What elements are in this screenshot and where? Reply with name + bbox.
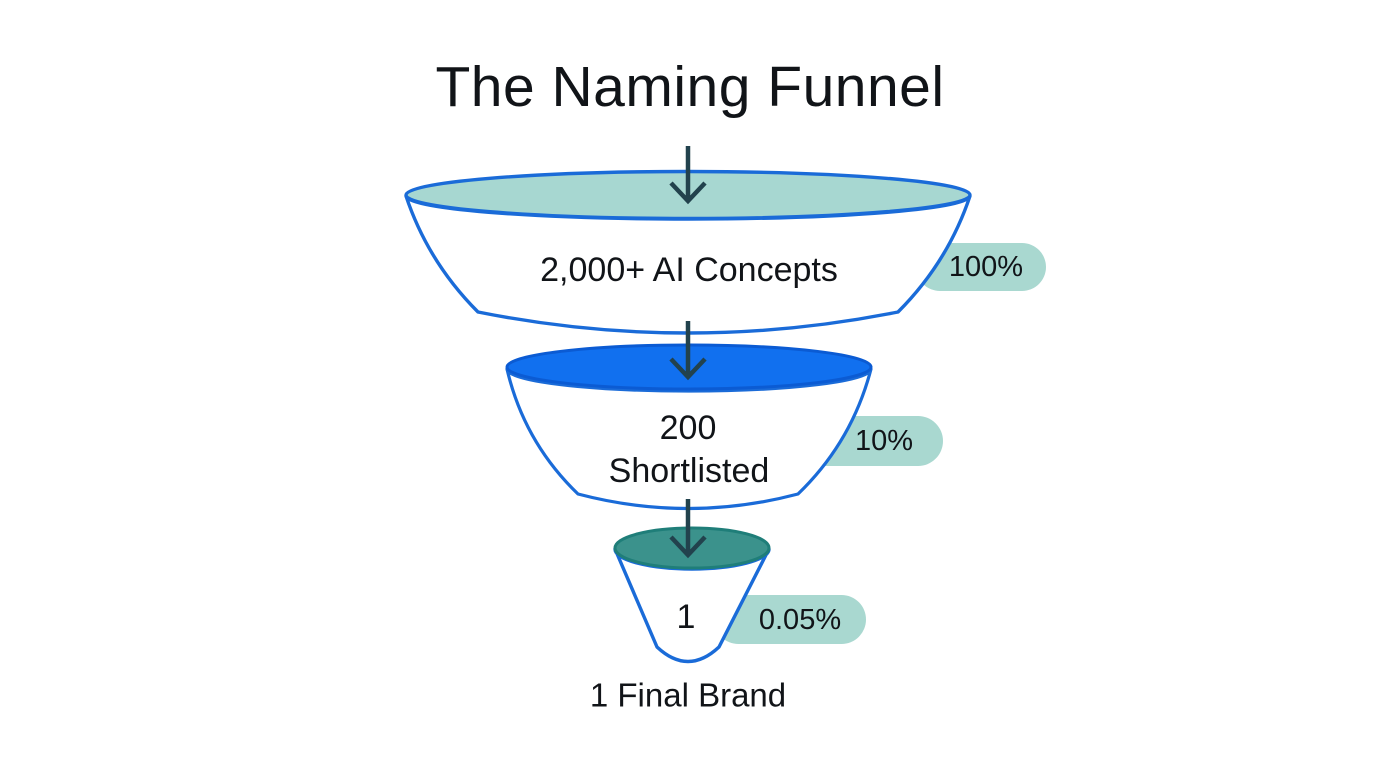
outcome-label: 1 Final Brand xyxy=(590,677,786,714)
arrow-down-icon-3 xyxy=(669,499,707,559)
arrow-down-icon-1 xyxy=(669,146,707,205)
badge-stage3-pill xyxy=(714,595,866,644)
page-title: The Naming Funnel xyxy=(435,55,944,119)
funnel-stage3-label: 1 xyxy=(677,598,696,636)
funnel-stage2-label-line1: 200 xyxy=(660,409,717,447)
badge-stage2-label: 10% xyxy=(855,425,913,457)
badge-stage3: 0.05% xyxy=(714,595,866,644)
badge-stage3-label: 0.05% xyxy=(759,604,841,636)
badge-stage1-pill xyxy=(916,243,1046,291)
funnel-stage2-label-line2: Shortlisted xyxy=(609,452,770,490)
arrow-down-icon-2 xyxy=(669,321,707,381)
funnel-stage1-label: 2,000+ AI Concepts xyxy=(540,251,838,289)
badge-stage1-label: 100% xyxy=(949,251,1023,283)
badge-stage1: 100% xyxy=(916,243,1046,291)
